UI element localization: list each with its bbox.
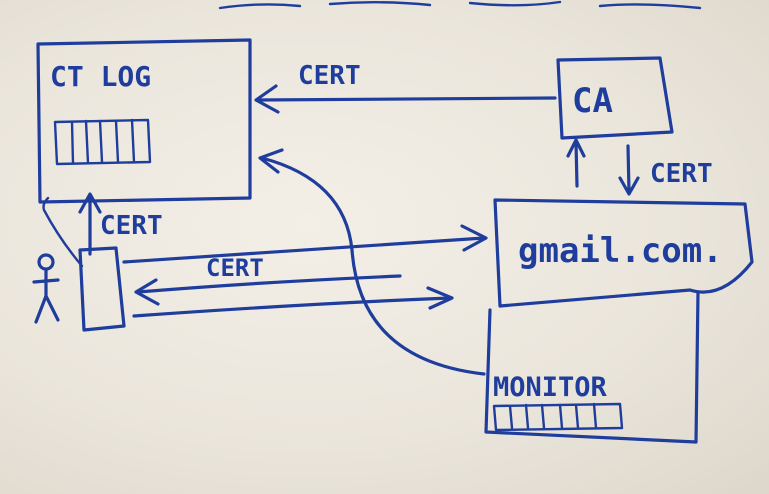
monitor-log-copy — [492, 402, 624, 432]
monitor-label: MONITOR — [493, 372, 608, 403]
user-to-log-arrow — [42, 192, 102, 268]
cut-off-writing — [218, 0, 702, 10]
user-figure — [32, 253, 60, 324]
ca-to-domain-arrow — [618, 144, 640, 196]
user-to-domain-arrow — [122, 224, 488, 264]
cert-label-user-to-log: CERT — [100, 211, 163, 241]
ct-log-label: CT LOG — [50, 60, 151, 93]
user-browser-box — [78, 246, 126, 332]
ca-box: CA — [556, 56, 674, 140]
domain-server-box: gmail.com. — [493, 198, 754, 308]
monitor-box: MONITOR — [484, 290, 700, 444]
ca-label: CA — [572, 81, 613, 121]
monitor-to-log-arrow — [258, 148, 486, 376]
user-to-domain-arrow-2 — [132, 286, 454, 318]
domain-label: gmail.com. — [518, 231, 723, 271]
domain-to-ca-arrow — [566, 138, 586, 188]
cert-label-domain-to-user: CERT — [206, 254, 264, 282]
ct-log-box: CT LOG — [36, 38, 252, 204]
ct-log-entries — [53, 118, 152, 166]
cert-label-ca-to-log: CERT — [298, 61, 361, 91]
cert-label-ca-to-domain: CERT — [650, 159, 713, 189]
domain-to-user-arrow — [134, 274, 402, 306]
ca-to-log-arrow — [254, 84, 557, 114]
